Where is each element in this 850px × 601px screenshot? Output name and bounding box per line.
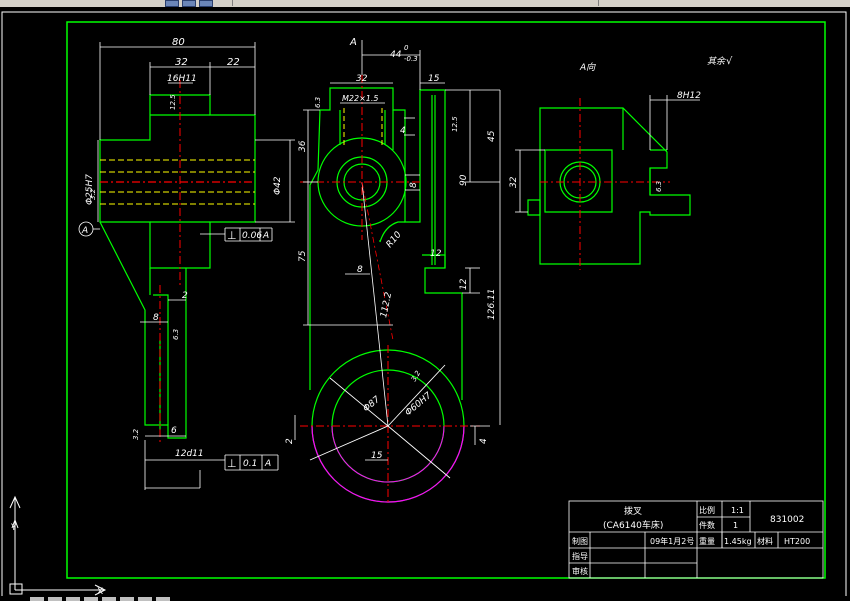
dim-87: Φ87 <box>362 395 383 415</box>
dim-4a: 4 <box>400 126 406 136</box>
date-value: 09年1月2号 <box>650 536 694 546</box>
review-label: 审核 <box>572 566 588 576</box>
roughness-note-symbol: √ <box>726 56 733 67</box>
tol-0.06: 0.06 <box>242 231 262 241</box>
toolbar-separator <box>232 0 233 6</box>
rough-12b: 6.3 <box>314 97 322 108</box>
ucs-icon <box>9 495 107 596</box>
tol-0.06-datum: A <box>262 231 269 241</box>
dim-75: 75 <box>298 250 308 262</box>
material-label: 材料 <box>757 536 773 546</box>
dim-44-lower: -0.3 <box>404 55 418 63</box>
dim-126: 126.11 <box>487 289 497 321</box>
dim-112: 112.2 <box>379 291 394 319</box>
layout-tab-3[interactable] <box>66 597 80 601</box>
weight-value: 1.45kg <box>724 537 752 546</box>
dim-44: 44 <box>390 50 402 60</box>
tol-0.1-datum: A <box>264 459 271 469</box>
scale-value: 1:1 <box>731 506 744 515</box>
dim-6: 6 <box>171 426 177 436</box>
title-block <box>568 500 824 579</box>
view-label-a: A向 <box>579 62 596 73</box>
dim-42: Φ42 <box>273 176 283 195</box>
sheet-outer-border <box>1 11 847 598</box>
dim-2: 2 <box>182 291 188 301</box>
weight-label: 重量 <box>699 536 715 546</box>
a-view <box>515 95 700 270</box>
guide-label: 指导 <box>572 551 588 561</box>
dim-45: 45 <box>487 130 497 142</box>
dim-44-upper: 0 <box>404 44 409 52</box>
dim-90: 90 <box>459 174 469 186</box>
qty-label: 件数 <box>699 520 715 530</box>
perp-symbol-2: ⊥ <box>227 457 237 470</box>
rough-3.2d: 6.3 <box>655 181 663 192</box>
layout-tab-6[interactable] <box>120 597 134 601</box>
dim-16h11: 16H11 <box>167 74 197 84</box>
rough-3.2c: 12.5 <box>451 116 459 132</box>
toolbar-strip <box>0 0 850 7</box>
dim-80: 80 <box>172 37 185 48</box>
layout-tab-2[interactable] <box>48 597 62 601</box>
tol-0.1: 0.1 <box>243 459 257 469</box>
datum-a-letter: A <box>81 226 88 236</box>
dim-12a: 12 <box>430 249 442 259</box>
drawn-label: 制图 <box>572 536 588 546</box>
layout-tab-7[interactable] <box>138 597 152 601</box>
dim-8h12: 8H12 <box>677 91 701 101</box>
toolbar-icon-a[interactable] <box>165 0 179 7</box>
ucs-y-label: Y <box>10 523 17 533</box>
toolbar-separator <box>598 0 599 6</box>
dim-8a: 8 <box>153 313 159 323</box>
dim-12d11: 12d11 <box>175 449 204 459</box>
dim-2b: 2 <box>285 438 295 444</box>
dim-8b: 8 <box>409 182 419 188</box>
dim-36: 36 <box>298 140 308 152</box>
rough-3.2a: 3.2 <box>89 188 97 200</box>
qty-value: 1 <box>733 521 738 530</box>
layout-tabs <box>0 596 850 601</box>
scale-label: 比例 <box>699 505 715 515</box>
dim-m22: M22×1.5 <box>342 94 379 103</box>
dim-r10: R10 <box>385 230 404 250</box>
layout-tab-8[interactable] <box>156 597 170 601</box>
dim-22: 22 <box>227 57 240 68</box>
machine-name: (CA6140车床) <box>603 519 663 531</box>
perp-symbol-1: ⊥ <box>227 229 237 242</box>
dim-12b: 12 <box>459 278 469 290</box>
dim-25h7: Φ25H7 <box>85 174 95 205</box>
rough-12a: 12.5 <box>169 94 177 110</box>
dim-8c: 8 <box>357 265 363 275</box>
dim-15a: 15 <box>428 74 440 84</box>
layout-tab-4[interactable] <box>84 597 98 601</box>
part-name: 拨叉 <box>624 505 642 517</box>
dim-32a: 32 <box>175 57 188 68</box>
toolbar-icon-b[interactable] <box>182 0 196 7</box>
dim-15b: 15 <box>371 451 383 461</box>
roughness-note: 其余 <box>707 56 726 67</box>
layout-tab-5[interactable] <box>102 597 116 601</box>
rough-6.3a: 6.3 <box>172 329 180 340</box>
rough-3.2b: 3.2 <box>132 428 140 440</box>
front-view <box>294 40 501 505</box>
section-label-a: A <box>349 37 357 48</box>
dim-4b: 4 <box>479 438 489 444</box>
sheet-inner-border <box>66 21 826 579</box>
layout-tab-1[interactable] <box>30 597 44 601</box>
drawing-number: 831002 <box>770 515 804 525</box>
ucs-x-label: X <box>97 587 103 597</box>
material-value: HT200 <box>784 537 810 546</box>
dim-32b: 32 <box>356 74 368 84</box>
left-view <box>78 42 295 490</box>
toolbar-icon-c[interactable] <box>199 0 213 7</box>
dim-32c: 32 <box>509 176 519 188</box>
